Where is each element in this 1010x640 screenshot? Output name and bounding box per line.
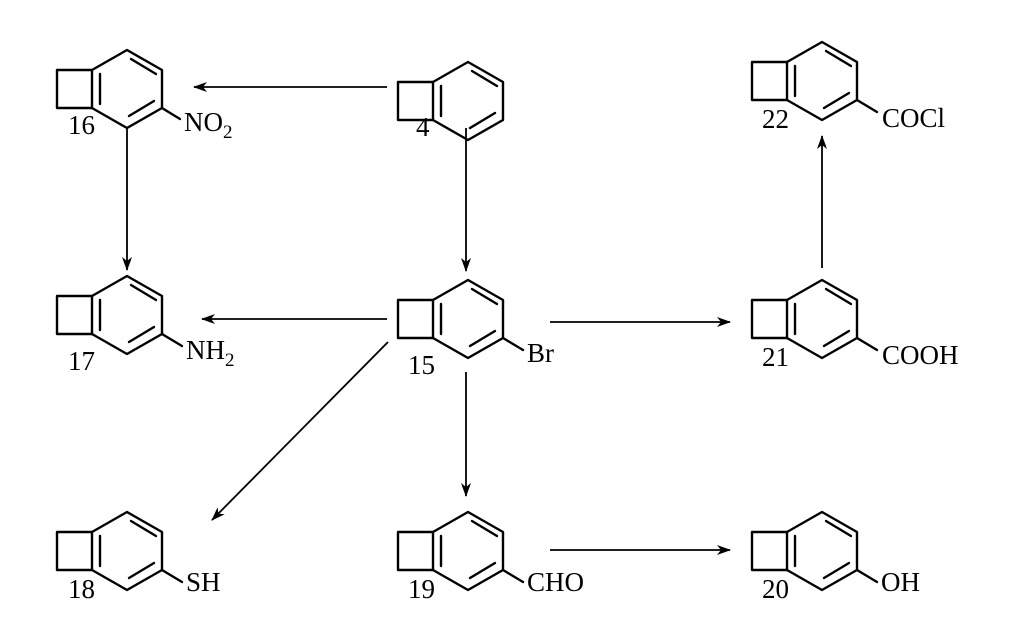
benzocyclobutene-structure [750,40,879,122]
substituent-label: NO2 [184,107,233,143]
substituent-label: SH [186,567,221,597]
compound-number: 17 [68,346,95,376]
benzocyclobutene-structure [396,510,525,592]
compound-21: 21 COOH [750,278,959,372]
substituent-label: CHO [527,567,584,597]
compound-number: 19 [408,574,435,604]
compound-20: 20 OH [750,510,920,604]
substituent-main: NO [184,107,223,137]
compound-4: 4 [396,60,505,142]
compound-22: 22 COCl [750,40,945,134]
substituent-main: NH [186,335,225,365]
benzocyclobutene-structure [55,48,182,130]
reaction-arrows [122,82,827,555]
substituent-label: NH2 [186,335,235,371]
compound-number: 22 [762,104,789,134]
benzocyclobutene-structure [55,510,184,592]
substituent-label: COCl [882,103,945,133]
substituent-label: COOH [882,340,959,370]
benzocyclobutene-structure [396,60,505,142]
compound-number: 18 [68,574,95,604]
compound-number: 4 [416,112,430,142]
benzocyclobutene-structure [55,274,184,356]
compound-18: 18 SH [55,510,221,604]
benzocyclobutene-structure [750,278,879,360]
substituent-subscript: 2 [223,122,233,143]
compound-number: 20 [762,574,789,604]
substituent-label: Br [527,338,554,368]
compound-16: 16 NO2 [55,48,233,143]
substituent-label: OH [881,567,920,597]
benzocyclobutene-structure [396,278,525,360]
compound-17: 17 NH2 [55,274,235,376]
compound-19: 19 CHO [396,510,584,604]
benzocyclobutene-structure [750,510,879,592]
arrow-15-to-18 [211,341,389,521]
compound-number: 21 [762,342,789,372]
compound-number: 16 [68,110,95,140]
compound-15: 15 Br [396,278,554,380]
substituent-subscript: 2 [225,350,235,371]
compound-number: 15 [408,350,435,380]
